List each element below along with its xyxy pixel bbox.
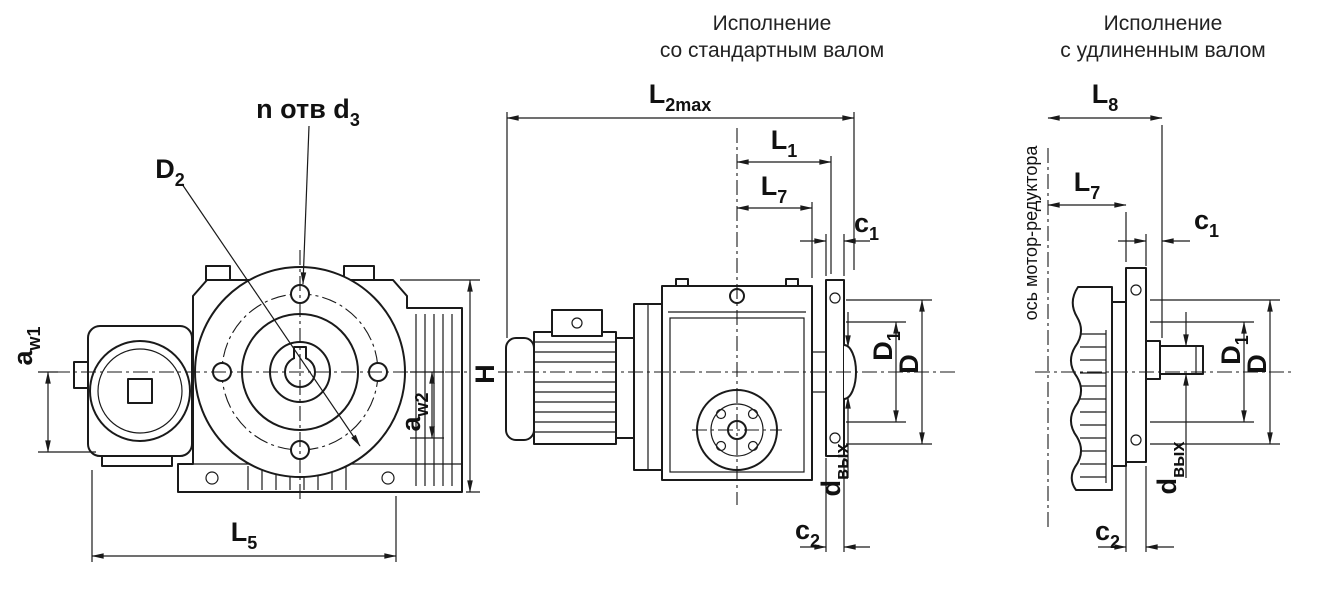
extended-shaft-view: ось мотор-редуктора L8 L7 c1 D1 D dвых c… [1021,79,1292,552]
header-standard: Исполнение со стандартным валом [660,12,884,62]
housing-break-outline [1070,286,1113,491]
flange-hole-bottom-extended [1130,434,1142,446]
dim-aw2: aw2 [396,392,432,431]
dim-d2: D2 [155,154,185,190]
motor-side [505,309,635,445]
extended-shaft [1145,340,1204,380]
standard-shaft-view: L2max L1 L7 c1 D1 D dвых c2 [498,79,958,552]
header-extended-line2: с удлиненным валом [1060,39,1265,62]
header-extended: Исполнение с удлиненным валом [1060,12,1265,62]
flange-hole-top-extended [1130,284,1142,296]
fan-cowl [505,337,535,441]
dim-c1-extended: c1 [1194,205,1219,241]
dim-c2-extended: c2 [1095,516,1120,552]
dim-c2-standard: c2 [795,515,820,551]
centerlines-front [55,250,470,502]
dim-l7-standard: L7 [761,171,788,207]
dim-d1-extended: D1 [1216,335,1252,365]
flange-hole-bottom [829,432,841,444]
dim-dout-standard: dвых [816,444,852,497]
motor-fins [534,341,616,433]
dim-c1-standard: c1 [854,208,879,244]
dim-l1: L1 [771,125,798,161]
housing-lug-right [343,265,375,281]
housing-lug-left [205,265,231,281]
motor-flange [615,337,635,439]
leader-n-holes [300,125,310,285]
axis-caption: ось мотор-редуктора [1021,145,1041,321]
dim-aw1: aw1 [8,326,44,365]
dim-l2max: L2max [649,79,712,115]
cover-bolt-right [785,278,799,287]
centerlines-extended [1035,148,1292,528]
motor-hub [127,378,153,404]
output-assembly [812,279,857,457]
dimensions-standard [506,112,932,552]
dimensions-front [38,125,480,562]
motor-front [73,325,193,467]
housing-fins [1080,330,1107,483]
dimensions-extended [1047,115,1280,552]
motor-shroud-inner [97,348,183,434]
dim-l8: L8 [1092,79,1119,115]
centerlines-standard [498,128,958,505]
terminal-box [551,309,603,337]
dim-d-standard: D [894,354,924,374]
mounting-face [1111,301,1127,467]
dim-h: H [470,364,500,384]
dim-n-holes: n отв d3 [256,94,360,130]
front-view: n отв d3 D2 aw1 aw2 H L5 [8,94,500,562]
dim-d-extended: D [1242,354,1272,374]
header-extended-line1: Исполнение [1104,12,1223,35]
output-flange-disc-extended [1125,267,1147,463]
dim-d1-standard: D1 [868,331,904,361]
leader-d2 [181,183,361,447]
header-standard-line1: Исполнение [713,12,832,35]
motor-body-side [533,331,617,445]
foot-slot-right [381,471,395,485]
output-flange-disc [825,279,845,457]
cover-bolt-left [675,278,689,287]
adapter-flange [633,303,663,471]
header-standard-line2: со стандартным валом [660,39,884,62]
foot-slot-left [205,471,219,485]
dim-l5: L5 [231,517,258,553]
broken-housing [1070,286,1127,491]
shaft-collar [1145,340,1161,380]
terminal-box-screw [571,317,583,329]
dim-dout-extended: dвых [1152,442,1188,495]
dim-l7-extended: L7 [1074,167,1101,203]
flange-hole-top [829,292,841,304]
